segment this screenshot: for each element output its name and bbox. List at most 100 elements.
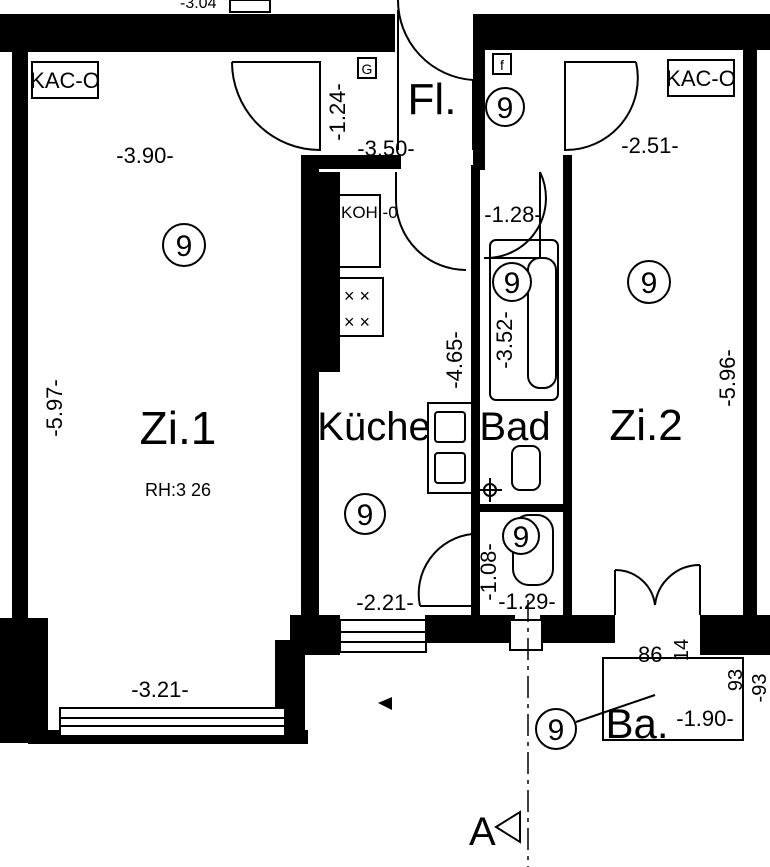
dim-bad-depth: -3.52- (492, 311, 517, 368)
sink-basin-1 (434, 411, 466, 443)
room-name-zi2: Zi.2 (609, 401, 682, 450)
bathtub (489, 239, 559, 401)
kitchen-cabinet (337, 194, 381, 268)
wall-bottom-bath (540, 615, 615, 643)
marker-flur: 9 (497, 92, 514, 125)
wall-top-left (0, 14, 395, 52)
balkon-leader (575, 694, 656, 723)
windows (59, 0, 543, 737)
room-height-zi1: RH:3 26 (145, 480, 211, 500)
dim-flur-width: -3.50- (357, 136, 414, 161)
cooker-x-1: × × (344, 286, 370, 306)
door-bath (483, 171, 547, 260)
room-number-labels: 9 9 9 9 9 9 9 (176, 92, 658, 747)
dim-right-bottom: -93 (749, 674, 770, 703)
room-name-kueche: Küche (317, 405, 430, 449)
walls (0, 14, 770, 744)
dim-zi1-window: -3.21- (131, 677, 188, 702)
dim-zi2-depth: -5.96- (715, 349, 740, 406)
dim-bad-width: -1.28- (484, 202, 541, 227)
wall-bottom-right (700, 615, 770, 655)
marker-flur-circle (485, 87, 525, 127)
dim-flur-door: -1.24- (325, 83, 350, 140)
stair-box (357, 57, 377, 79)
cooker (337, 277, 384, 337)
pipe-marker: f (500, 57, 504, 73)
dim-wc-width: -1.29- (498, 589, 555, 614)
marker-zi1: 9 (176, 230, 193, 263)
dimensions: -3.90- -3.21- -3.50- -2.51- -1.28- -2.21… (0, 0, 770, 731)
marker-wc: 9 (513, 521, 530, 554)
door-wc (417, 532, 473, 607)
marker-zi2: 9 (641, 267, 658, 300)
dim-balkon-depth: 93 (725, 669, 747, 691)
room-code-boxes (31, 53, 735, 99)
dim-kitchen-width: -2.21- (356, 590, 413, 615)
marker-kitchen: 9 (357, 499, 374, 532)
section-letter: A (469, 810, 496, 854)
dim-balkon-width: -1.90- (676, 706, 733, 731)
dim-wc-depth: -1.08- (476, 543, 501, 600)
code-box-zi2 (667, 59, 735, 97)
wall-flur-upper (301, 155, 401, 169)
room-name-balkon: Ba. (605, 700, 668, 747)
wall-bath-left (471, 165, 480, 625)
door-balcony (614, 563, 701, 615)
marker-balkon: 9 (548, 714, 565, 747)
marker-zi2-circle (627, 260, 671, 304)
washbasin (511, 445, 541, 491)
dim-left-bottom: -92- (0, 670, 21, 706)
wall-bath-right (563, 155, 572, 625)
door-zi1 (231, 61, 321, 152)
dim-top-left: -3.04 (180, 0, 217, 12)
doors (231, 0, 701, 615)
marker-balkon-circle (535, 708, 577, 750)
code-zi1: KAC-O (30, 68, 100, 93)
code-box-zi1 (31, 61, 99, 99)
wall-top-right (473, 14, 770, 50)
stair-marker: G (362, 61, 373, 77)
wall-bottom-mid (290, 615, 340, 655)
marker-wc-circle (502, 517, 540, 555)
dim-balkon-door-height: 14 (671, 639, 693, 661)
dim-zi1-depth: -5.97- (42, 379, 67, 436)
door-entry (396, 0, 474, 150)
room-number-markers (162, 87, 671, 750)
marker-bad: 9 (504, 267, 521, 300)
kitchen-code: KOH -0 (341, 203, 398, 222)
dim-kitchen-depth: -4.65- (442, 331, 467, 388)
window-bath (509, 619, 543, 651)
room-name-bad: Bad (479, 405, 550, 449)
door-kitchen (395, 172, 467, 271)
wall-right (743, 40, 757, 630)
wall-kitchen-chimney (318, 172, 340, 372)
dim-zi1-width: -3.90- (116, 143, 173, 168)
room-name-zi1: Zi.1 (140, 402, 217, 454)
fixtures (337, 194, 744, 741)
bathtub-inner (527, 257, 557, 389)
window-kitchen (339, 619, 427, 653)
wall-flur-right (473, 40, 485, 170)
dim-balkon-door: 86 (638, 642, 662, 667)
sink-frame (427, 402, 473, 494)
code-zi2: KAC-O (666, 66, 736, 91)
section-arrow-icon (494, 810, 521, 844)
dim-zi2-width: -2.51- (621, 133, 678, 158)
north-arrow-icon (378, 697, 392, 710)
pipe-box (492, 53, 512, 75)
wall-bottom-left (0, 618, 48, 743)
wall-zi1-kitchen (301, 160, 319, 625)
sink-basin-2 (434, 452, 466, 484)
cooker-x-2: × × (344, 312, 370, 332)
marker-kitchen-circle (344, 493, 386, 535)
marker-zi1-circle (162, 223, 206, 267)
wall-bottom-kitchen (425, 615, 515, 643)
balcony (602, 657, 744, 741)
window-zi1 (59, 707, 286, 737)
marker-bad-circle (492, 262, 532, 302)
room-name-flur: Fl. (408, 75, 457, 124)
wall-left (12, 40, 28, 740)
wall-bath-wc (471, 504, 571, 512)
window-top (229, 0, 271, 13)
